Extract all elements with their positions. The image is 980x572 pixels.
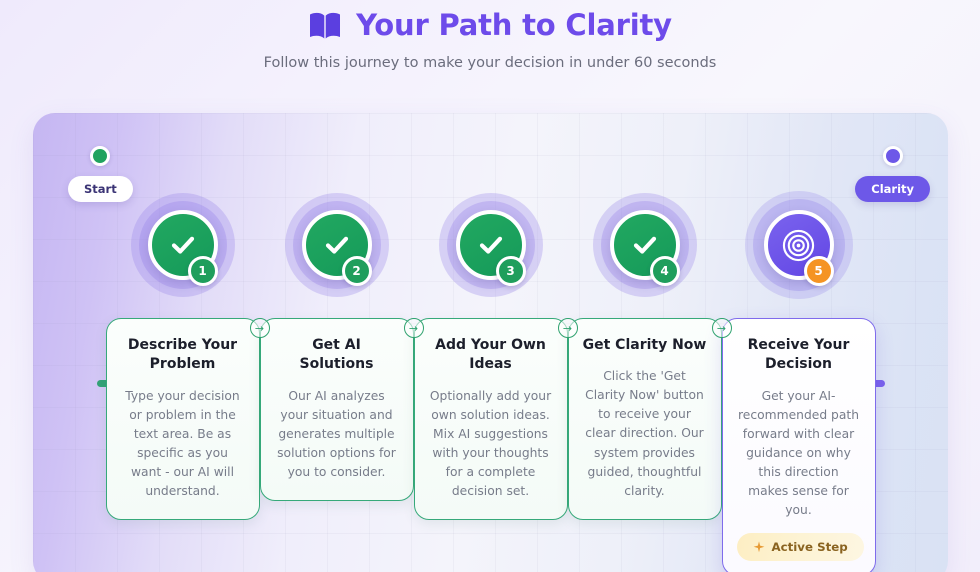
step-card-slot-4: Get Clarity Now Click the 'Get Clarity N…: [567, 318, 722, 520]
card-connector-stub-left: [96, 380, 111, 387]
step-node-4-circle[interactable]: 4: [609, 210, 680, 286]
step-card-title: Receive Your Decision: [747, 337, 850, 373]
step-card-slot-3: Add Your Own Ideas Optionally add your o…: [413, 318, 568, 520]
step-node-5[interactable]: 5: [722, 191, 876, 299]
step-node-2-circle[interactable]: 2: [301, 210, 372, 286]
step-node-1-circle-wrap: 1: [129, 191, 237, 299]
step-node-2[interactable]: 2 →: [260, 191, 424, 338]
step-card-2[interactable]: Get AI Solutions Our AI analyzes your si…: [259, 318, 414, 501]
step-node-3[interactable]: 3 →: [414, 191, 578, 338]
step-node-2-circle-wrap: 2: [283, 191, 391, 299]
step-card-slot-1: Describe Your Problem Type your decision…: [96, 318, 269, 520]
step-connector-arrow-4: →: [711, 318, 732, 338]
step-cards-row: Describe Your Problem Type your decision…: [33, 318, 948, 572]
step-node-4[interactable]: 4 →: [568, 191, 732, 338]
step-card-body: Get your AI-recommended path forward wit…: [738, 388, 859, 517]
step-node-3-circle-wrap: 3: [437, 191, 545, 299]
step-node-1-circle[interactable]: 1: [147, 210, 218, 286]
step-card-body: Our AI analyzes your situation and gener…: [277, 388, 396, 479]
step-number-badge: 5: [803, 256, 834, 286]
step-number-badge: 4: [649, 256, 680, 286]
step-node-4-circle-wrap: 4: [591, 191, 699, 299]
step-card-title: Get AI Solutions: [299, 337, 374, 373]
journey-panel: Start Clarity 1 →: [33, 113, 948, 572]
step-card-body: Click the 'Get Clarity Now' button to re…: [585, 369, 704, 498]
step-connector-arrow-1: →: [249, 318, 270, 338]
open-book-icon: [308, 11, 342, 41]
clarity-marker: Clarity: [855, 146, 930, 202]
active-step-badge-label: Active Step: [771, 539, 848, 554]
check-icon: [633, 236, 656, 254]
step-node-1[interactable]: 1 →: [106, 191, 270, 338]
step-connector-arrow-2: →: [403, 318, 424, 338]
step-card-4[interactable]: Get Clarity Now Click the 'Get Clarity N…: [567, 318, 722, 520]
step-card-body: Optionally add your own solution ideas. …: [429, 388, 552, 498]
step-card-1[interactable]: Describe Your Problem Type your decision…: [105, 318, 260, 520]
check-icon: [325, 236, 348, 254]
page-header: Your Path to Clarity Follow this journey…: [0, 0, 980, 71]
step-card-body: Type your decision or problem in the tex…: [125, 388, 240, 498]
step-card-5[interactable]: Receive Your Decision Get your AI-recomm…: [721, 318, 876, 572]
check-icon: [479, 236, 502, 254]
step-card-3[interactable]: Add Your Own Ideas Optionally add your o…: [413, 318, 568, 520]
clarity-label: Clarity: [855, 176, 930, 202]
step-node-5-circle-wrap: 5: [744, 191, 853, 299]
clarity-dot-icon: [882, 146, 903, 166]
check-icon: [171, 236, 194, 254]
step-card-title: Get Clarity Now: [582, 337, 707, 353]
step-number-badge: 3: [495, 256, 526, 286]
title-row: Your Path to Clarity: [0, 8, 980, 42]
card-connector-stub-right: [870, 380, 885, 387]
step-card-title: Describe Your Problem: [127, 337, 238, 373]
start-label: Start: [68, 176, 133, 202]
step-node-3-circle[interactable]: 3: [455, 210, 526, 286]
target-icon: [782, 229, 815, 261]
page-title: Your Path to Clarity: [356, 8, 672, 42]
active-step-badge: Active Step: [736, 532, 864, 561]
step-card-title: Add Your Own Ideas: [435, 337, 546, 373]
step-card-slot-2: Get AI Solutions Our AI analyzes your si…: [259, 318, 423, 501]
step-number-badge: 2: [341, 256, 372, 286]
page-subtitle: Follow this journey to make your decisio…: [263, 54, 717, 71]
step-connector-arrow-3: →: [557, 318, 578, 338]
step-nodes-row: 1 → 2 →: [33, 191, 948, 338]
sparkle-icon: [753, 541, 764, 553]
step-number-badge: 1: [187, 256, 218, 286]
step-node-5-circle[interactable]: 5: [763, 210, 834, 286]
step-card-slot-5: Receive Your Decision Get your AI-recomm…: [721, 318, 885, 572]
start-marker: Start: [68, 146, 133, 202]
start-dot-icon: [90, 146, 111, 166]
